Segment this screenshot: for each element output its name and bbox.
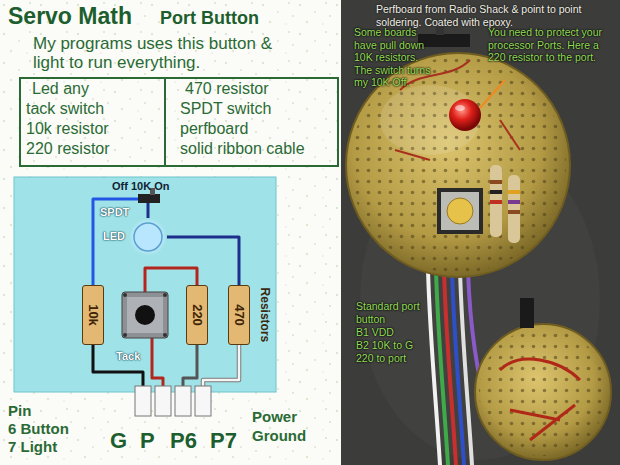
table-cell: 220 resistor	[26, 140, 110, 158]
intro-note: My programs uses this button & light to …	[33, 35, 288, 72]
photo-note: B2 10K to G	[356, 339, 413, 352]
tack-switch	[163, 333, 167, 337]
resistor-symbol: 220	[186, 285, 208, 345]
wire	[152, 337, 163, 386]
perfboard	[490, 180, 502, 184]
diagram-title: Servo Math	[8, 3, 132, 29]
perfboard	[346, 27, 570, 277]
led-symbol	[129, 218, 167, 256]
resistor-value: 470	[233, 304, 246, 326]
tack-switch	[123, 293, 127, 297]
group-label: Resistors	[257, 288, 271, 343]
schematic	[14, 177, 276, 416]
subtitle: Port Button	[160, 8, 259, 29]
switch-label: Off 10K On	[112, 180, 169, 193]
ribbon-connector	[135, 386, 151, 416]
tack-switch	[122, 292, 168, 338]
led-symbol	[134, 223, 162, 251]
wire	[93, 345, 143, 386]
perfboard	[449, 99, 481, 131]
tack-switch	[122, 292, 168, 338]
perfboard	[437, 188, 483, 234]
parts-table	[20, 78, 338, 166]
paper-ground	[0, 0, 341, 465]
resistor-symbol: 470	[228, 285, 250, 345]
perfboard	[490, 165, 502, 237]
pin-name: P7	[210, 428, 237, 453]
pin-note: Ground	[252, 427, 306, 444]
perfboard	[490, 200, 502, 204]
table-cell: 10k resistor	[26, 120, 109, 138]
pin-name: P6	[170, 428, 197, 453]
photo-note: 220 to port	[356, 352, 406, 365]
perfboard	[508, 190, 520, 194]
small-board	[475, 298, 611, 460]
spdt-switch	[138, 194, 160, 203]
tack-switch	[135, 305, 155, 325]
perfboard	[447, 198, 473, 224]
wire	[203, 345, 239, 386]
tack-switch	[163, 293, 167, 297]
ribbon-connector	[195, 386, 211, 416]
part-label: Tack	[116, 350, 140, 363]
table-cell: Led any	[32, 80, 89, 98]
perfboard	[350, 57, 566, 273]
pin-note: Power	[252, 408, 297, 425]
schematic	[14, 177, 276, 392]
photo-caption: Perfboard from Radio Shack & point to po…	[376, 3, 612, 28]
pin-note: 7 Light	[8, 438, 57, 455]
table-cell: SPDT switch	[180, 100, 271, 118]
photo-note: B1 VDD	[356, 326, 394, 339]
perfboard	[441, 192, 479, 230]
tack-switch	[123, 333, 127, 337]
small-board	[479, 328, 607, 456]
table-cell: tack switch	[26, 100, 104, 118]
perfboard	[508, 200, 520, 204]
small-board	[500, 359, 580, 440]
photo-note: Standard port button	[356, 300, 436, 325]
table-cell: 470 resistor	[185, 80, 269, 98]
resistor-symbol: 10k	[82, 285, 104, 345]
perfboard	[418, 34, 470, 47]
perfboard	[508, 210, 520, 214]
paper-ground	[0, 0, 341, 465]
leader-line	[480, 80, 505, 108]
photo	[341, 0, 620, 465]
table-cell: solid ribbon cable	[180, 140, 305, 158]
wire	[183, 345, 197, 386]
parts-table	[164, 78, 166, 166]
pin-note: Pin	[8, 402, 31, 419]
perfboard	[490, 190, 502, 194]
photo-note: Some boards have pull down 10K resistors…	[354, 26, 434, 89]
perfboard	[508, 175, 520, 243]
paper-ground	[0, 0, 341, 465]
parts-table	[20, 78, 338, 166]
led-symbol	[129, 218, 167, 256]
small-board	[520, 298, 534, 328]
ribbon-connector	[155, 386, 171, 416]
wire	[93, 199, 239, 386]
photo-note: You need to protect your processor Ports…	[488, 26, 612, 64]
pin-note: 6 Button	[8, 420, 69, 437]
part-label: LED	[103, 230, 125, 243]
pin-name: P	[140, 428, 155, 453]
ribbon-connector	[135, 386, 211, 416]
resistor-value: 220	[191, 304, 204, 326]
perfboard	[455, 105, 465, 111]
photo	[341, 0, 620, 465]
pin-name: G	[110, 428, 127, 453]
wire	[203, 345, 239, 386]
ribbon-connector	[175, 386, 191, 416]
small-board	[475, 324, 611, 460]
perfboard	[436, 27, 444, 35]
part-label: SPDT	[100, 206, 129, 219]
perfboard	[380, 85, 480, 155]
wire	[163, 237, 239, 285]
tack-switch	[127, 297, 163, 333]
table-cell: perfboard	[180, 120, 249, 138]
resistor-value: 10k	[87, 304, 100, 326]
